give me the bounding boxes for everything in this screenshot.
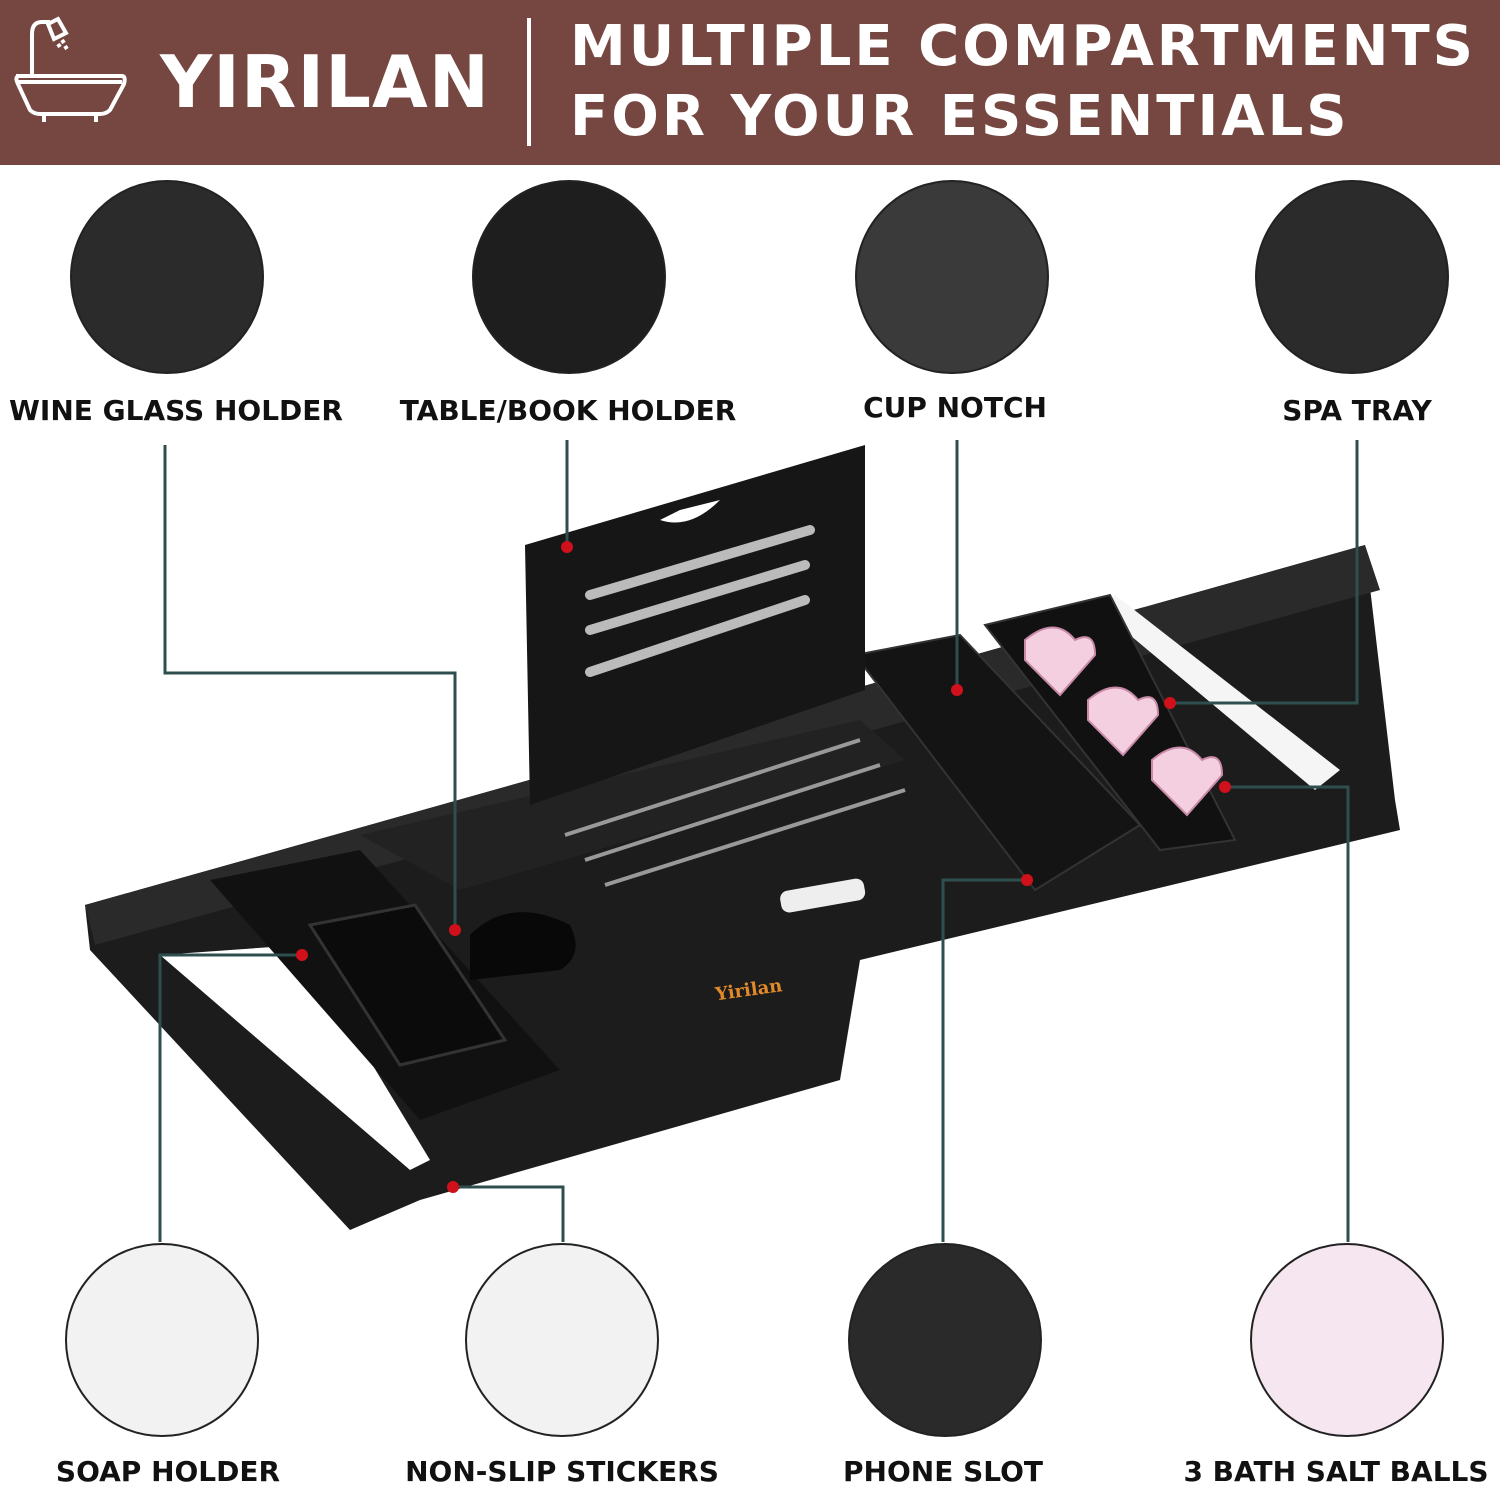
wine-glass-holder-photo	[70, 180, 264, 374]
book-holder-photo	[472, 180, 666, 374]
leader-lines	[158, 440, 1359, 1242]
soap-holder-photo	[65, 1243, 259, 1437]
label-wine-glass-holder: WINE GLASS HOLDER	[9, 394, 343, 427]
label-bath-salt-balls: 3 BATH SALT BALLS	[1183, 1455, 1489, 1486]
header-divider	[527, 18, 531, 146]
callout-dots	[296, 541, 1231, 1193]
phone-slot-photo	[848, 1243, 1042, 1437]
label-phone-slot: PHONE SLOT	[843, 1455, 1043, 1486]
spa-tray-photo	[1255, 180, 1449, 374]
label-soap-holder: SOAP HOLDER	[55, 1455, 281, 1486]
non-slip-stickers-photo	[465, 1243, 659, 1437]
headline-line-1: MULTIPLE COMPARTMENTS	[570, 14, 1476, 79]
bath-tray: Yirilan	[85, 445, 1400, 1230]
label-non-slip-stickers: NON-SLIP STICKERS	[405, 1455, 719, 1486]
header-banner: YIRILAN MULTIPLE COMPARTMENTS FOR YOUR E…	[0, 0, 1500, 165]
bathtub-logo-icon	[14, 16, 127, 122]
headline-line-2: FOR YOUR ESSENTIALS	[570, 84, 1350, 149]
label-cup-notch: CUP NOTCH	[863, 391, 1047, 424]
label-spa-tray: SPA TRAY	[1282, 394, 1432, 427]
cup-notch-photo	[855, 180, 1049, 374]
label-table-book-holder: TABLE/BOOK HOLDER	[399, 394, 737, 427]
brand-name: YIRILAN	[160, 40, 491, 124]
bath-salt-ball-photo	[1250, 1243, 1444, 1437]
